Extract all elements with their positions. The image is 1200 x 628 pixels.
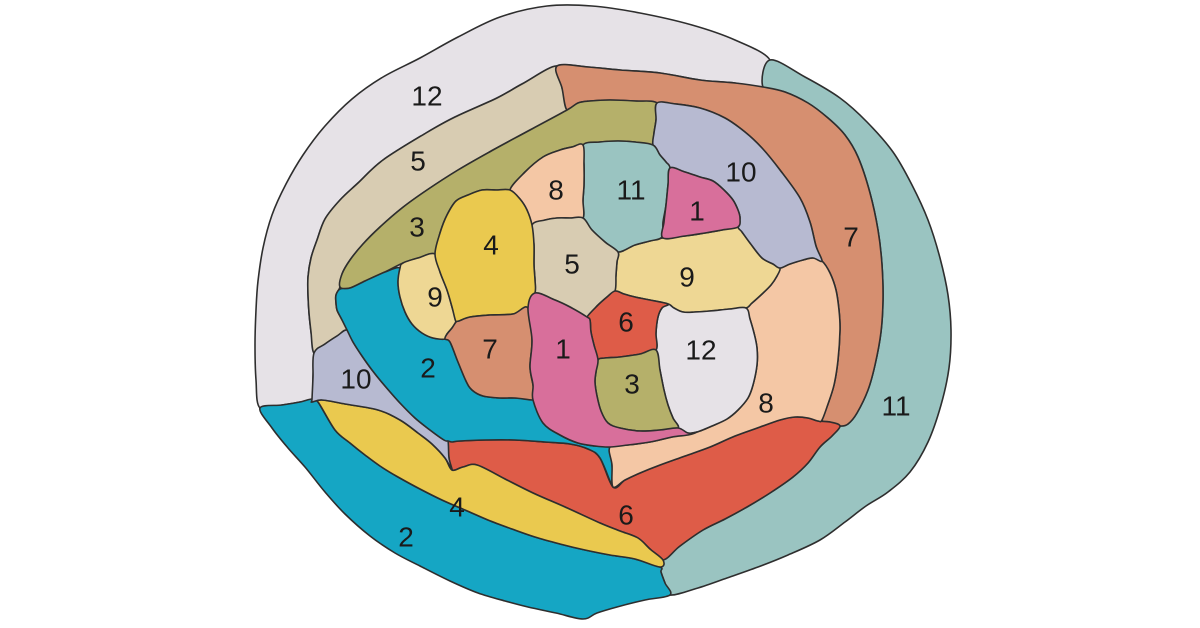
- region-center-left-patch-area: [434, 188, 537, 324]
- region-center-pink-band-area: [527, 292, 698, 448]
- region-small-top-pink-area: [660, 166, 741, 240]
